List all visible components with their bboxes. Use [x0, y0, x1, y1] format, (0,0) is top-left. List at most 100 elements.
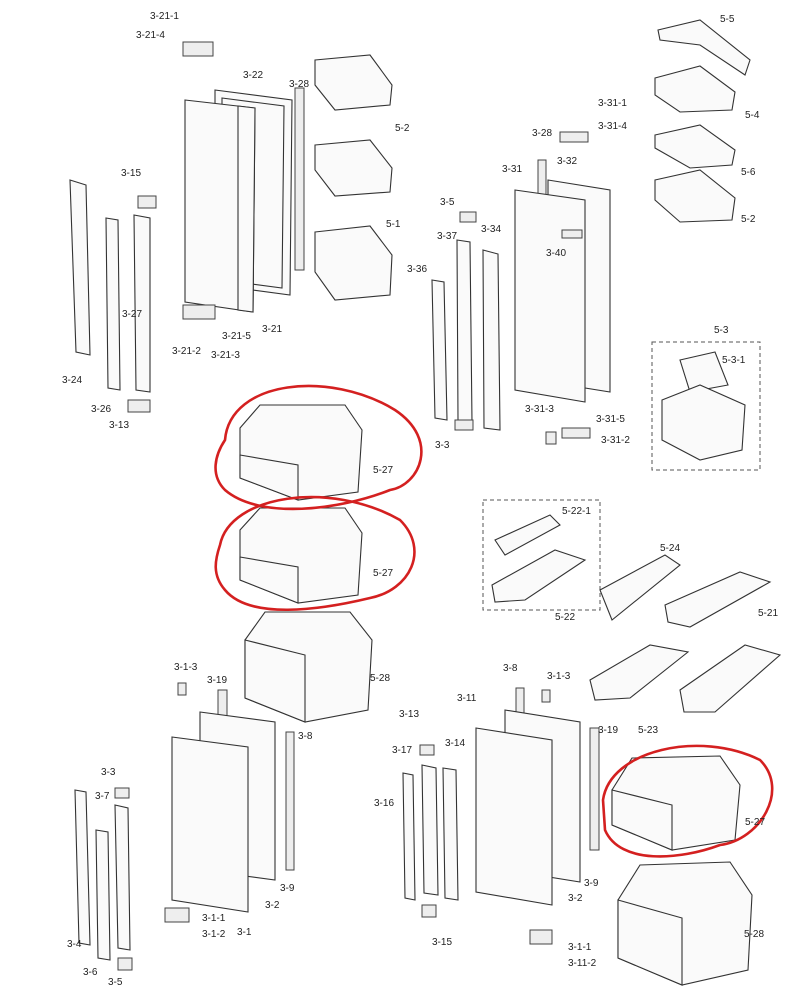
part-label: 3-14 — [445, 738, 466, 749]
part-label: 3-31-2 — [601, 435, 630, 446]
part-label: 5-28 — [370, 673, 391, 684]
cap-3-3 — [114, 787, 130, 799]
part-label: 3-4 — [67, 939, 82, 950]
part-label: 3-40 — [546, 248, 567, 259]
part-label: 3-28 — [289, 79, 310, 90]
door-panel-3-1 — [171, 736, 249, 913]
part-label: 3-32 — [557, 156, 578, 167]
part-label: 3-21-1 — [150, 11, 179, 22]
cap-3-15-r — [421, 904, 437, 918]
part-label: 3-28 — [532, 128, 553, 139]
ice-parts — [482, 499, 782, 713]
part-label: 3-16 — [374, 798, 395, 809]
bin-5-1 — [314, 225, 393, 301]
part-label: 3-5 — [440, 197, 455, 208]
bin-5-2-r — [654, 169, 736, 223]
part-label: 5-21 — [758, 608, 779, 619]
part-label: 5-28 — [744, 929, 765, 940]
part-label: 3-21-5 — [222, 331, 251, 342]
ice-maker-5-24 — [599, 554, 681, 621]
hinge-3-31-4 — [559, 131, 589, 143]
part-label: 5-4 — [745, 110, 760, 121]
part-label: 3-27 — [122, 309, 143, 320]
lower-left-door-group — [74, 682, 295, 971]
part-label: 3-31-4 — [598, 121, 627, 132]
part-label: 3-31-3 — [525, 404, 554, 415]
part-label: 5-24 — [660, 543, 681, 554]
part-label: 5-27 — [373, 465, 394, 476]
strip-3-8 — [285, 731, 295, 871]
egg-tray-5-6 — [654, 124, 736, 169]
part-label: 5-23 — [638, 725, 659, 736]
part-label: 3-37 — [437, 231, 458, 242]
trim-3-26 — [105, 217, 121, 391]
part-label: 3-3 — [101, 767, 116, 778]
part-label: 3-1-1 — [202, 913, 226, 924]
highlight-circle-2 — [214, 495, 416, 612]
ice-tray-5-21 — [664, 571, 772, 628]
door-panel-3-31 — [514, 189, 586, 403]
part-label: 3-7 — [95, 791, 110, 802]
part-label: 3-22 — [243, 70, 264, 81]
door-panel-3-11 — [475, 727, 553, 906]
trim-3-6 — [95, 829, 111, 961]
trim-3-7 — [114, 804, 131, 951]
strip-3-28 — [294, 87, 305, 271]
part-label: 3-31-1 — [598, 98, 627, 109]
bin-5-4 — [654, 65, 736, 113]
handle-3-40 — [561, 229, 583, 239]
ice-bin-5-22 — [491, 549, 587, 603]
part-label: 3-9 — [584, 878, 599, 889]
part-label: 3-2 — [568, 893, 583, 904]
part-label: 3-3 — [435, 440, 450, 451]
crisper-5-27-a — [239, 404, 363, 501]
part-label: 3-9 — [280, 883, 295, 894]
part-label: 3-34 — [481, 224, 502, 235]
trim-3-4 — [74, 789, 91, 946]
part-label: 3-36 — [407, 264, 428, 275]
cap-3-5 — [459, 211, 477, 223]
crispers — [214, 384, 423, 723]
part-label: 3-2 — [265, 900, 280, 911]
part-label: 3-15 — [432, 937, 453, 948]
trim-3-37 — [456, 239, 473, 423]
right-upper-door-group — [431, 131, 611, 445]
part-label: 3-1-1 — [568, 942, 592, 953]
part-label: 5-27 — [745, 817, 766, 828]
part-label: 3-11 — [457, 693, 477, 704]
part-label: 3-1-3 — [547, 671, 571, 682]
cap-3-1-3-r — [541, 689, 551, 703]
trim-3-17 — [421, 764, 439, 896]
trim-3-24 — [69, 179, 91, 356]
part-3-31-3 — [545, 431, 557, 445]
part-label: 5-3 — [714, 325, 729, 336]
cover-5-5 — [657, 19, 751, 76]
part-label: 3-21-4 — [136, 30, 165, 41]
shelf-bin-5-23-a — [589, 644, 690, 701]
cap-3-13 — [419, 744, 435, 756]
hinge-3-31-5 — [561, 427, 591, 439]
lower-right-crispers — [601, 744, 774, 986]
trim-3-14 — [442, 767, 459, 901]
part-label: 3-19 — [598, 725, 619, 736]
group-box-5-22 — [482, 499, 601, 611]
part-label: 5-1 — [386, 219, 401, 230]
trim-3-34 — [482, 249, 501, 431]
part-label: 3-31-5 — [596, 414, 625, 425]
cap-3-1-3 — [177, 682, 187, 696]
part-label: 3-1 — [237, 927, 252, 938]
shelf-bin-5-23-b — [679, 644, 782, 713]
hinge-3-21-4 — [182, 41, 214, 57]
part-label: 3-11-2 — [568, 958, 597, 969]
part-label: 3-24 — [62, 375, 83, 386]
part-label: 3-31 — [502, 164, 523, 175]
part-label: 3-17 — [392, 745, 413, 756]
highlight-circle-3 — [601, 744, 774, 858]
part-label: 3-21-2 — [172, 346, 201, 357]
left-door-bins — [314, 54, 393, 301]
hinge-3-1-1-r — [529, 929, 553, 945]
part-label: 5-5 — [720, 14, 735, 25]
lower-right-door-group — [402, 687, 600, 945]
part-label: 3-5 — [108, 977, 123, 988]
